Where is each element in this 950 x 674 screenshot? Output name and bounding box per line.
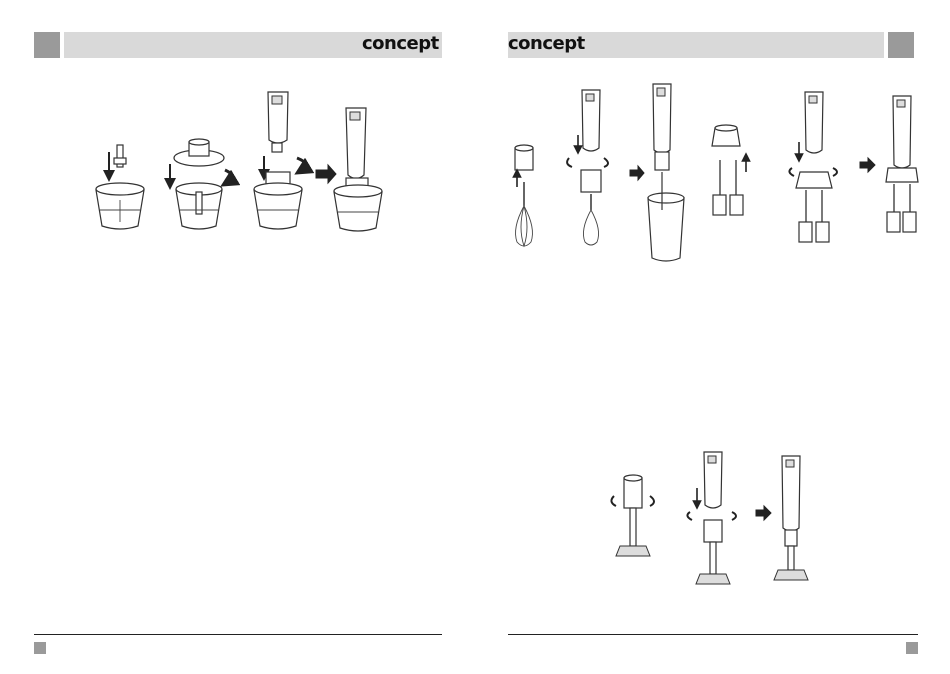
beaters-attach [789, 92, 837, 242]
whisk-in-beaker [648, 84, 684, 261]
blender-attach [687, 452, 736, 584]
beaters-assembled [886, 96, 918, 232]
blender-assembled [774, 456, 808, 580]
beaters-detached [712, 125, 746, 215]
whisk-step-1 [515, 145, 533, 246]
right-arrow-icon [860, 158, 875, 172]
whisk-step-2 [567, 90, 608, 245]
right-arrow-icon [756, 506, 771, 520]
chopper-assembled [334, 108, 382, 231]
chopper-step-2 [170, 139, 232, 229]
blender-shaft [611, 475, 654, 556]
right-arrow-icon [316, 165, 336, 183]
chopper-step-1 [96, 145, 144, 229]
right-arrow-icon [630, 166, 644, 180]
chopper-step-3 [254, 92, 306, 229]
